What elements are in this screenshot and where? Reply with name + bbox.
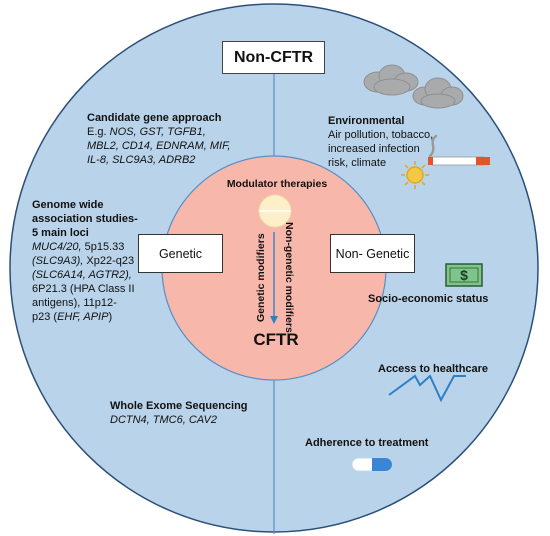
- candidate-block: Candidate gene approach E.g. NOS, GST, T…: [87, 111, 267, 167]
- nongenetic-modifiers-label: Non-genetic modifiers: [283, 222, 295, 333]
- cigarette-icon: [428, 134, 490, 166]
- pulse-line-icon: [388, 374, 466, 403]
- gwas-line-6: p23 (EHF, APIP): [32, 311, 113, 323]
- cloud-icon: [363, 64, 419, 96]
- pill-icon: [351, 457, 393, 472]
- gwas-line-4: 6P21.3 (HPA Class II: [32, 283, 135, 295]
- genetic-box: Genetic: [138, 234, 223, 273]
- gwas-line-3: (SLC6A14, AGTR2),: [32, 269, 132, 281]
- money-icon: [445, 263, 483, 287]
- nongenetic-label: Non- Genetic: [335, 246, 410, 261]
- wes-genes: DCTN4, TMC6, CAV2: [110, 414, 217, 426]
- candidate-heading: Candidate gene approach: [87, 112, 222, 124]
- dollar-icon: $: [460, 267, 468, 283]
- candidate-line-2: MBL2, CD14, EDNRAM, MIF,: [87, 140, 231, 152]
- title-box: Non-CFTR: [222, 41, 325, 74]
- gwas-heading-2: association studies-: [32, 213, 138, 225]
- gwas-line-2: (SLC9A3), Xp22-q23: [32, 255, 135, 267]
- wes-block: Whole Exome Sequencing DCTN4, TMC6, CAV2: [110, 399, 270, 427]
- genetic-modifiers-label: Genetic modifiers: [255, 233, 267, 322]
- page-title: Non-CFTR: [233, 48, 314, 66]
- cloud-icon-2: [412, 77, 464, 109]
- wes-heading: Whole Exome Sequencing: [110, 400, 248, 412]
- gwas-line-1: MUC4/20, 5p15.33: [32, 241, 125, 253]
- gwas-heading-1: Genome wide: [32, 199, 104, 211]
- gwas-line-5: antigens), 11p12-: [32, 297, 117, 309]
- environmental-block: Environmental Air pollution, tobacco, in…: [328, 114, 478, 170]
- modifier-arrow: [270, 232, 278, 324]
- tablet-icon: [258, 194, 292, 228]
- socio-economic-label: Socio-economic status: [368, 293, 489, 305]
- gwas-heading-3: 5 main loci: [32, 227, 89, 239]
- cftr-label: CFTR: [253, 330, 299, 349]
- modulator-label: Modulator therapies: [226, 178, 328, 190]
- candidate-line-1: E.g. NOS, GST, TGFB1,: [87, 126, 206, 138]
- sun-icon: [401, 161, 429, 189]
- adherence-label: Adherence to treatment: [305, 437, 429, 449]
- environmental-line-1: Air pollution, tobacco,: [328, 129, 434, 141]
- access-label: Access to healthcare: [378, 363, 489, 375]
- nongenetic-box: Non- Genetic: [330, 234, 415, 273]
- candidate-line-3: IL-8, SLC9A3, ADRB2: [87, 154, 196, 166]
- environmental-heading: Environmental: [328, 115, 405, 127]
- environmental-line-3: risk, climate: [328, 157, 387, 169]
- genetic-label: Genetic: [158, 246, 203, 261]
- gwas-block: Genome wide association studies- 5 main …: [32, 198, 162, 324]
- environmental-line-2: increased infection: [328, 143, 420, 155]
